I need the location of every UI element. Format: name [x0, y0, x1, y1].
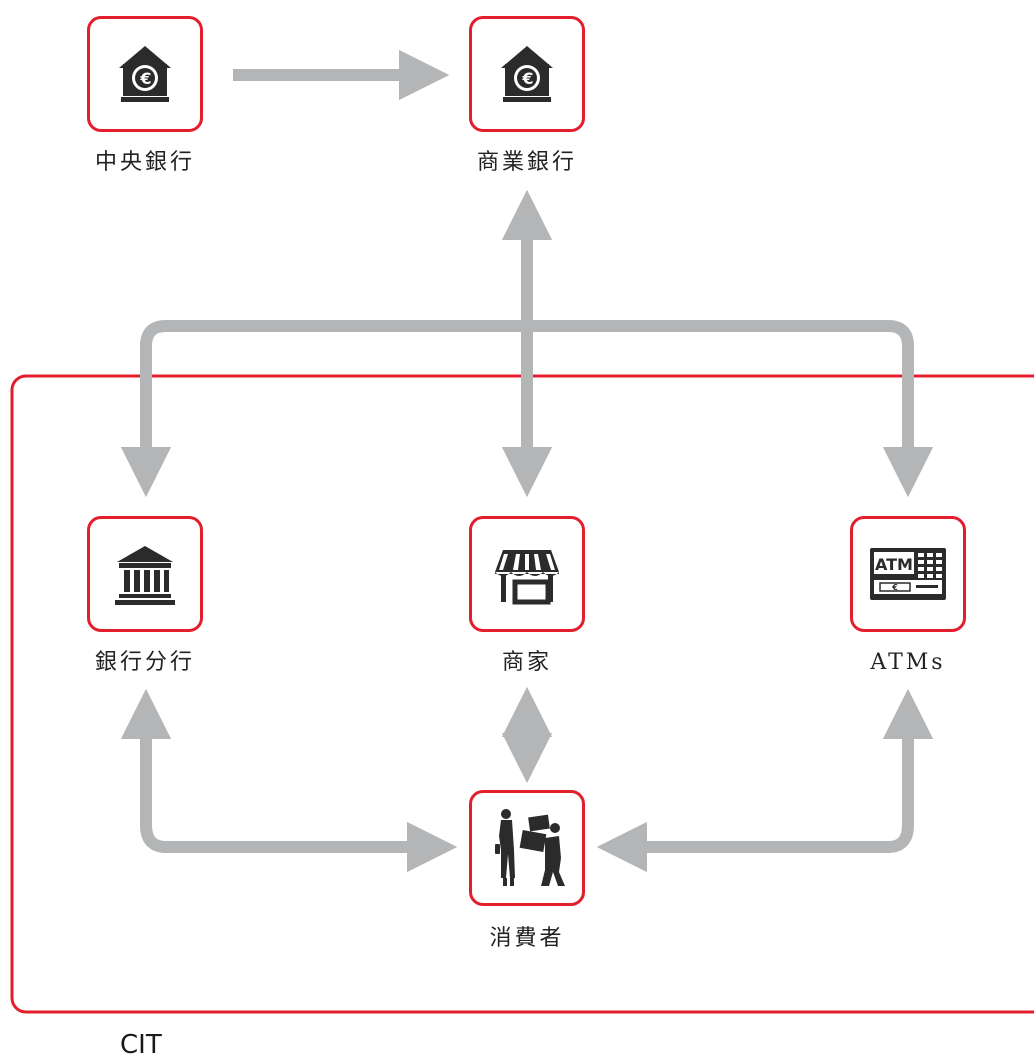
atm-screen-text: ATM: [875, 555, 913, 574]
arrow-distribution-to-branch: [120, 320, 527, 498]
bank-branch-label: 銀行分行: [94, 650, 195, 675]
consumer-node: [469, 790, 585, 906]
shoppers-icon: [495, 809, 565, 886]
euro-bank-icon: €: [501, 46, 553, 102]
central-bank-label: 中央銀行: [94, 150, 195, 175]
atm-label: ATMs: [870, 650, 946, 675]
central-bank-node: €: [87, 16, 203, 132]
cit-region-label: CIT: [120, 1030, 162, 1060]
bank-branch-node: [87, 516, 203, 632]
consumer-label: 消費者: [489, 926, 565, 951]
commercial-bank-node: €: [469, 16, 585, 132]
merchant-label: 商家: [501, 650, 552, 675]
atm-machine-icon: ATM €: [870, 548, 946, 600]
storefront-icon: [495, 550, 559, 605]
arrow-atm-to-consumer: [596, 688, 934, 873]
svg-text:€: €: [139, 69, 151, 88]
arrow-distribution-to-atm: [527, 320, 934, 498]
svg-text:€: €: [521, 69, 533, 88]
commercial-bank-label: 商業銀行: [476, 150, 577, 175]
svg-text:€: €: [891, 583, 898, 592]
bank-building-icon: [115, 546, 175, 605]
euro-bank-icon: €: [119, 46, 171, 102]
atm-node: ATM €: [850, 516, 966, 632]
merchant-node: [469, 516, 585, 632]
arrow-branch-to-consumer: [120, 688, 458, 873]
